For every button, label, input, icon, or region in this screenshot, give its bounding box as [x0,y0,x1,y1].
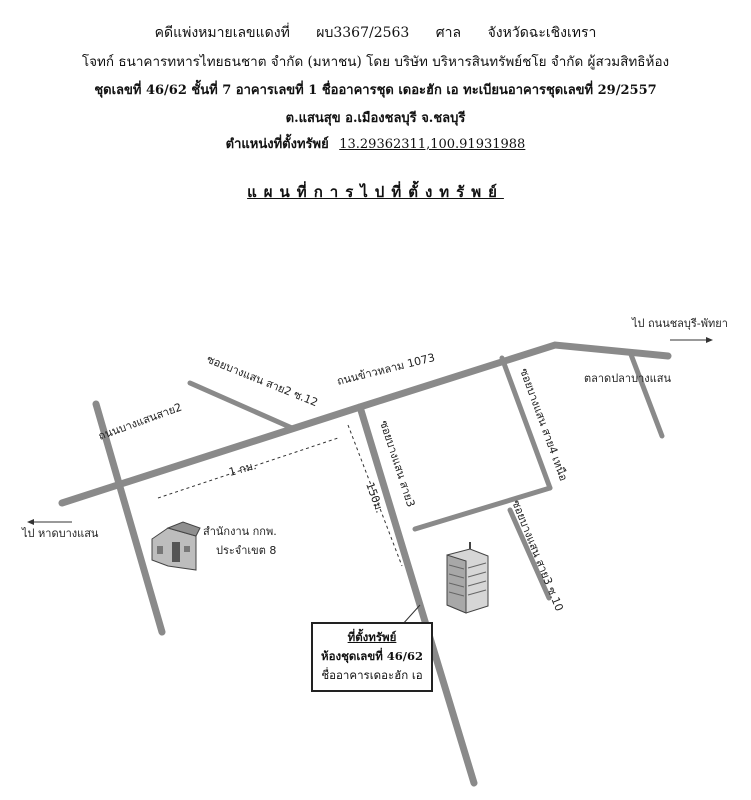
distance-1km-line [157,437,339,499]
label-soi-sai3-10: ซอยบางแสน สาย3 ซ.10 [509,498,566,613]
position-line: ตำแหน่งที่ตั้งทรัพย์ 13.29362311,100.919… [0,133,751,154]
connector-road [412,485,553,532]
market-road [627,349,665,439]
label-market: ตลาดปลาบางแสน [584,372,671,385]
label-office-line1: สำนักงาน กกพ. [203,525,277,538]
arrow-west-head-icon [27,519,34,525]
soi-sai2-12 [187,380,295,431]
map-title: แผนที่การไปที่ตั้งทรัพย์ [247,183,504,201]
road-bangsaen-sai2 [92,400,166,636]
label-office-line2: ประจำเขต 8 [216,544,276,557]
road-khaolam-1073 [58,341,672,507]
property-callout: ที่ตั้งทรัพย์ ห้องชุดเลขที่ 46/62 ชื่ออา… [311,622,433,692]
case-line: คดีแพ่งหมายเลขแดงที่ ผบ3367/2563 ศาล จัง… [0,22,751,44]
soi-sai3 [356,403,478,787]
court-label: ศาล [435,25,462,41]
position-label: ตำแหน่งที่ตั้งทรัพย์ [225,137,329,152]
distance-150m-line [347,424,403,567]
soi-sai3-10 [507,507,552,601]
label-road-1073: ถนนข้าวหลาม 1073 [336,351,437,388]
callout-pointer [401,604,421,626]
condo-tower-icon [446,542,489,614]
label-road-bangsaen-sai2: ถนนบางแสนสาย2 [97,401,184,443]
label-soi-sai2-12: ซอยบางแสน สาย2 ซ.12 [205,353,320,410]
case-number: ผบ3367/2563 [316,25,410,41]
callout-title: ที่ตั้งทรัพย์ [347,630,397,644]
parties-line: โจทก์ ธนาคารทหารไทยธนชาต จำกัด (มหาชน) โ… [81,54,670,70]
unit-line: ชุดเลขที่ 46/62 ชั้นที่ 7 อาคารเลขที่ 1 … [94,83,657,98]
callout-building: ชื่ออาคารเดอะฮัก เอ [321,668,423,682]
label-distance-1km: 1 กม. [227,459,257,479]
soi-sai4-north [499,355,553,491]
arrow-east-head-icon [706,337,713,343]
label-to-bangsaen-beach: ไป หาดบางแสน [21,527,99,540]
callout-unit: ห้องชุดเลขที่ 46/62 [320,649,423,663]
court-name: จังหวัดฉะเชิงเทรา [487,25,597,41]
office-building-icon [151,521,201,571]
coordinates: 13.29362311,100.91931988 [339,137,526,152]
case-label: คดีแพ่งหมายเลขแดงที่ [154,25,290,41]
label-to-chonburi-pattaya: ไป ถนนชลบุรี-พัทยา [631,317,728,330]
location-line: ต.แสนสุข อ.เมืองชลบุรี จ.ชลบุรี [285,111,466,126]
